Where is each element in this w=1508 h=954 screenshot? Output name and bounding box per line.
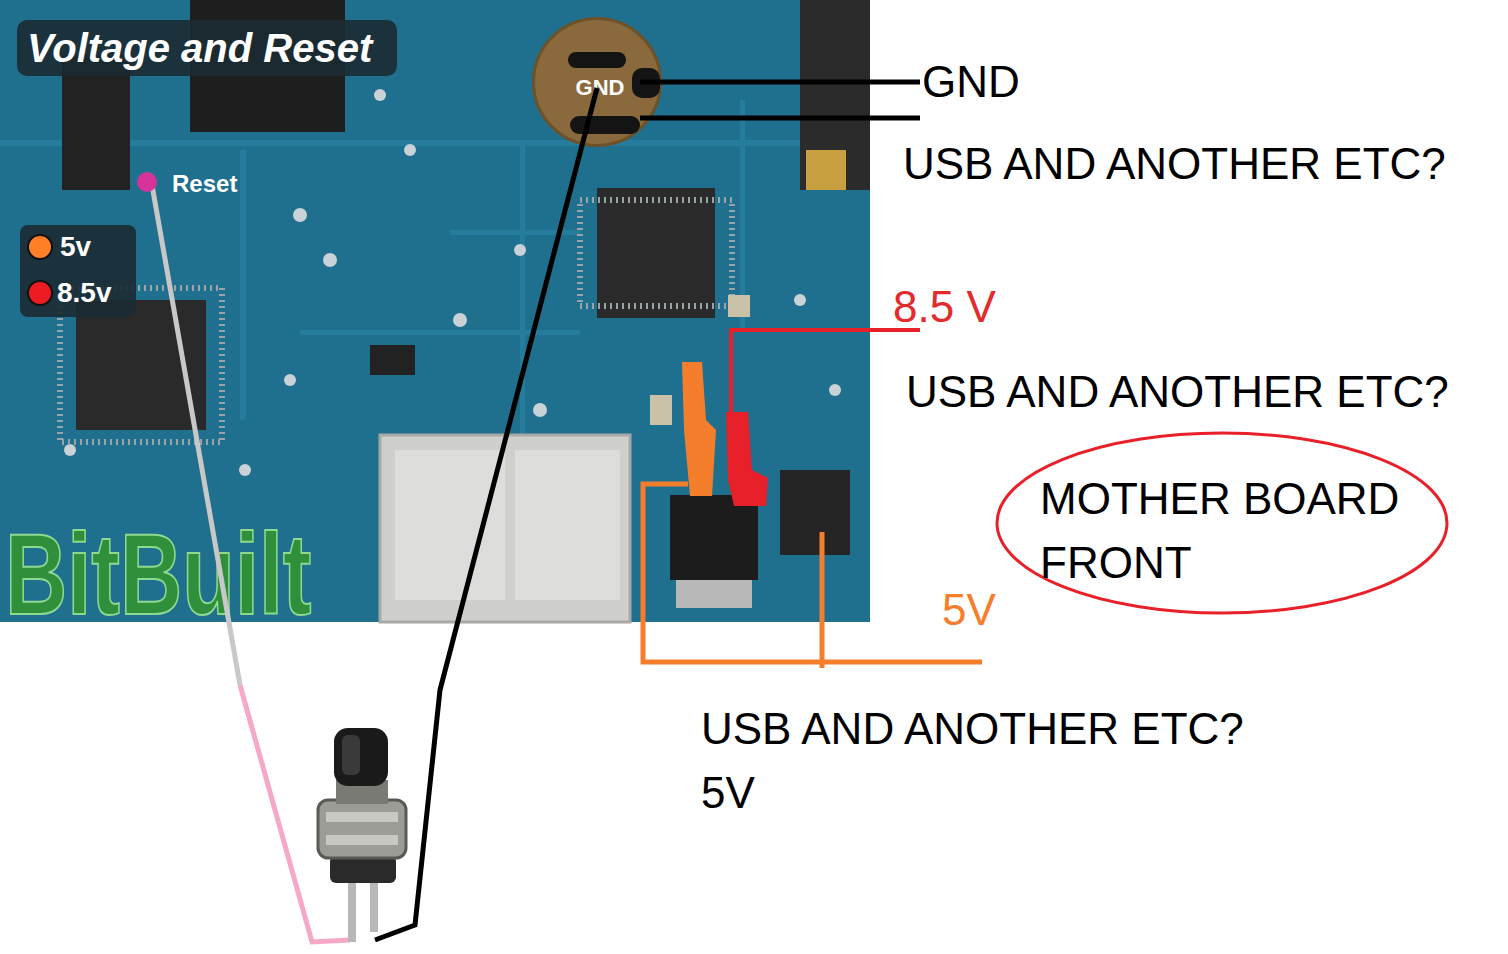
solder-highlight	[682, 362, 716, 496]
usb-wire	[640, 116, 920, 121]
transistor	[370, 345, 415, 375]
legend-box	[20, 225, 136, 317]
node-text: MOTHER BOARD FRONT	[1040, 467, 1420, 595]
chip-pins	[580, 200, 732, 306]
gnd-wire	[375, 88, 597, 940]
power-wire	[820, 532, 825, 668]
voltage-label: 5V	[701, 771, 755, 815]
push-button	[318, 728, 406, 942]
regulator-tab	[676, 580, 752, 608]
note: USB AND ANOTHER ETC?	[903, 142, 1446, 186]
note: USB AND ANOTHER ETC?	[906, 370, 1449, 414]
legend-swatch	[27, 280, 53, 306]
gnd-pad: GND	[532, 17, 662, 147]
power-wire	[731, 330, 920, 415]
small-chip	[780, 470, 850, 555]
reset-wire	[240, 685, 350, 942]
reset-wire	[152, 185, 240, 685]
solder-highlight	[726, 412, 768, 506]
ellipse-outline	[997, 433, 1447, 613]
controller-chip	[597, 188, 715, 318]
usb-connector	[380, 435, 630, 622]
usb-connector	[395, 450, 505, 600]
legend-swatch	[27, 234, 53, 260]
legend-text: 5v	[60, 233, 91, 261]
note: USB AND ANOTHER ETC?	[701, 707, 1244, 751]
watermark: BitBuilt	[5, 517, 312, 632]
capacitor	[728, 295, 750, 317]
edge-component	[806, 150, 846, 190]
gnd-wire	[640, 80, 920, 85]
pcb-traces	[0, 100, 870, 440]
pad-slots	[568, 52, 660, 134]
signal-name: GND	[922, 60, 1020, 104]
usb-connector	[515, 450, 620, 600]
reset-point	[137, 172, 157, 192]
board-side-ellipse: MOTHER BOARD FRONT	[997, 433, 1449, 615]
node-text: GND	[535, 77, 665, 99]
edge-component	[800, 0, 870, 190]
pin-label: Reset	[172, 172, 237, 196]
voltage-label: 8.5 V	[893, 285, 996, 329]
regulator-chip	[670, 495, 758, 580]
power-wire	[643, 484, 982, 662]
solder-pads	[64, 89, 841, 476]
left-chip	[76, 300, 206, 430]
legend-text: 8.5v	[57, 279, 112, 307]
title-badge	[17, 20, 397, 76]
title-text: Voltage and Reset	[27, 28, 372, 68]
capacitor	[650, 395, 672, 425]
voltage-label: 5V	[942, 588, 996, 632]
